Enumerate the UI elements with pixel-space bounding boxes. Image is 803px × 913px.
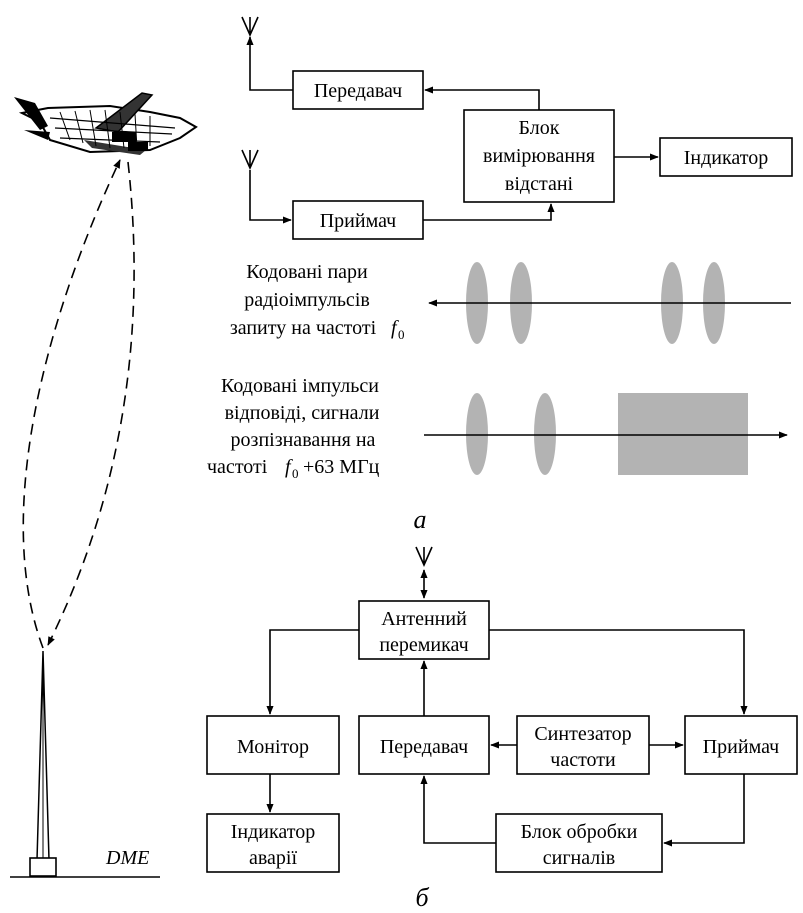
aircraft-icon bbox=[14, 92, 198, 155]
request-freq-symbol: f bbox=[391, 317, 399, 339]
receiver-label-b: Приймач bbox=[703, 736, 780, 758]
antenna-b-icon bbox=[415, 546, 433, 567]
transmitter-box-b bbox=[358, 715, 490, 775]
ground-station-label: DME bbox=[105, 847, 149, 869]
identification-signal-block bbox=[618, 393, 748, 475]
synthesizer-line1: Синтезатор bbox=[534, 723, 631, 745]
receiver-box-b bbox=[684, 715, 798, 775]
reply-link bbox=[47, 161, 135, 646]
caption-b: б bbox=[415, 883, 429, 912]
reply-freq-suffix: +63 МГц bbox=[303, 456, 380, 478]
request-freq-sub: 0 bbox=[398, 327, 405, 342]
block-to-tx-arrow bbox=[424, 86, 540, 110]
dme-ground-station-icon bbox=[10, 650, 160, 878]
antenna-to-rx-arrow bbox=[249, 170, 292, 224]
processing-to-tx-arrow bbox=[420, 775, 496, 844]
request-pulse-train bbox=[428, 262, 791, 344]
transmitter-label-b: Передавач bbox=[380, 736, 468, 758]
reply-freq-sub: 0 bbox=[292, 466, 299, 481]
reply-freq-symbol: f bbox=[285, 456, 293, 478]
signal-processing-box bbox=[495, 813, 663, 873]
reply-label-line3: розпізнавання на bbox=[231, 429, 376, 451]
reply-pulse bbox=[534, 393, 556, 475]
receiver-box-a bbox=[292, 200, 424, 240]
request-label-line1: Кодовані пари bbox=[246, 261, 368, 283]
distance-block-line3: відстані bbox=[505, 173, 574, 195]
synthesizer-line2: частоти bbox=[550, 749, 616, 771]
rx-to-block-arrow bbox=[423, 203, 555, 221]
rx-to-processing-arrow bbox=[663, 774, 745, 847]
receiver-label-a: Приймач bbox=[320, 210, 397, 232]
antenna-a-tx-icon bbox=[241, 16, 259, 37]
caption-a: а bbox=[414, 505, 427, 534]
reply-pulse-train bbox=[424, 393, 788, 475]
distance-block-line1: Блок bbox=[519, 117, 560, 139]
signal-processing-line2: сигналів bbox=[543, 847, 616, 869]
reply-label-line4: частоті bbox=[207, 456, 268, 478]
antenna-switch-line2: перемикач bbox=[379, 634, 468, 656]
alarm-indicator-box bbox=[206, 813, 340, 873]
switch-to-receiver-arrow bbox=[489, 629, 748, 715]
indicator-box-a bbox=[659, 137, 793, 177]
monitor-box bbox=[206, 715, 340, 775]
request-label-line3: запиту на частоті bbox=[230, 317, 377, 339]
tx-to-antenna-arrow bbox=[246, 36, 293, 91]
antenna-switch-line1: Антенний bbox=[381, 608, 467, 630]
monitor-label: Монітор bbox=[237, 736, 309, 758]
transmitter-label-a: Передавач bbox=[314, 80, 402, 102]
antenna-a-rx-icon bbox=[241, 149, 259, 170]
reply-label-line1: Кодовані імпульси bbox=[221, 375, 379, 397]
request-link bbox=[22, 159, 121, 649]
antenna-switch-box bbox=[358, 600, 490, 660]
request-label-line2: радіоімпульсів bbox=[244, 289, 370, 311]
indicator-label-a: Індикатор bbox=[684, 147, 769, 169]
reply-pulse bbox=[466, 393, 488, 475]
alarm-indicator-line1: Індикатор bbox=[231, 821, 316, 843]
reply-label-line2: відповіді, сигнали bbox=[225, 402, 380, 424]
switch-to-monitor-arrow bbox=[266, 629, 359, 715]
signal-processing-line1: Блок обробки bbox=[521, 821, 638, 843]
alarm-indicator-line2: аварії bbox=[249, 847, 297, 869]
distance-block-line2: вимірювання bbox=[483, 145, 595, 167]
distance-block-box bbox=[463, 109, 615, 203]
